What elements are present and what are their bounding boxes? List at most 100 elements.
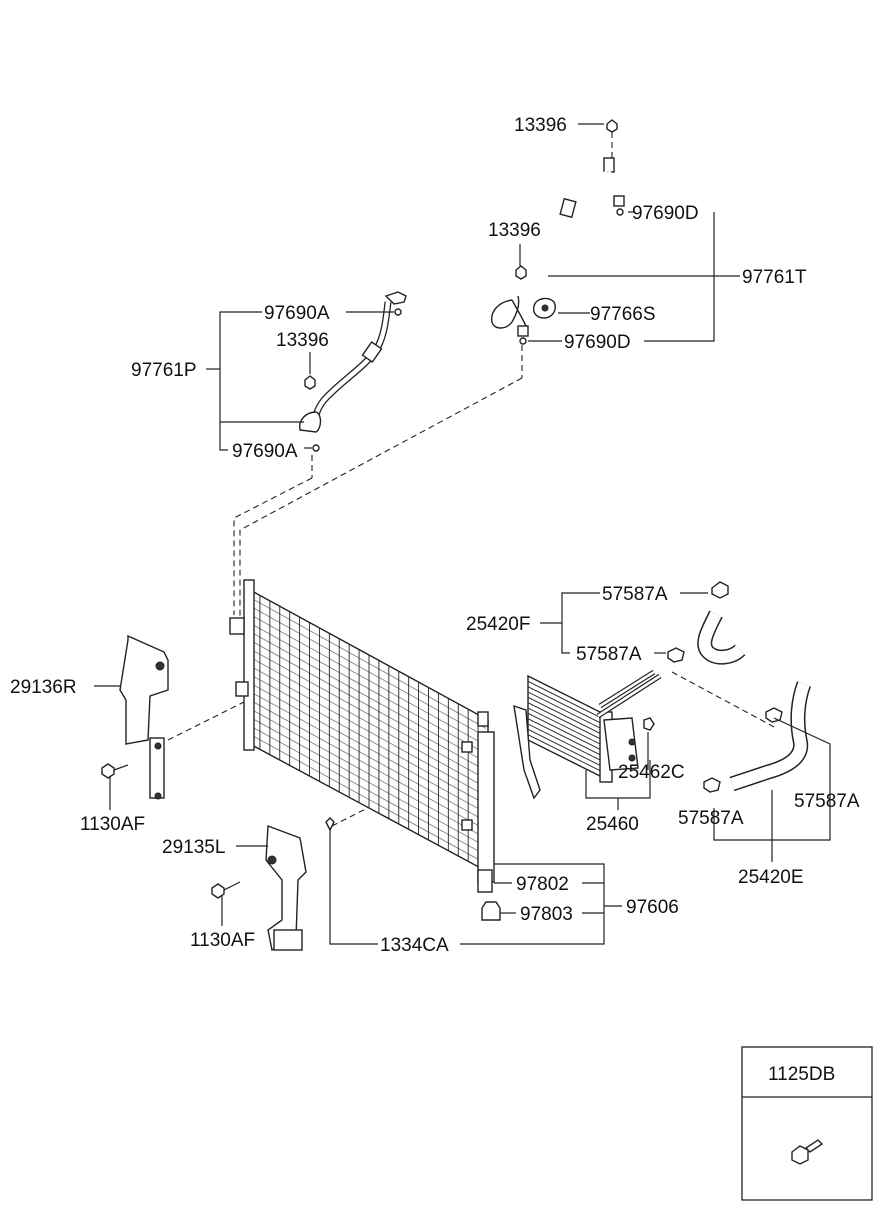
condenser-tube <box>251 683 487 814</box>
label-1125DB: 1125DB <box>768 1064 835 1085</box>
condenser-tube <box>251 709 487 839</box>
condenser-tube <box>251 717 487 848</box>
clip-1334CA <box>325 817 335 832</box>
label-97690A-bot: 97690A <box>232 441 298 462</box>
condenser-tube <box>251 598 487 729</box>
condenser-tube <box>251 606 487 738</box>
discharge-hose-assembly <box>491 119 625 378</box>
nut-13396-mid <box>515 265 527 280</box>
label-25462C: 25462C <box>618 762 685 783</box>
bolt-1130AF-bottom <box>211 883 225 899</box>
condenser-tube <box>251 649 487 780</box>
condenser-tube <box>251 615 487 746</box>
label-97761T: 97761T <box>742 267 807 288</box>
label-25420E: 25420E <box>738 867 804 888</box>
bolt-25462C <box>643 717 655 731</box>
liquid-pipe-assembly <box>299 291 407 478</box>
oil-cooler-25460 <box>513 669 662 800</box>
label-13396-left: 13396 <box>276 330 329 351</box>
condenser-tube <box>251 640 487 772</box>
condenser-tube <box>251 623 487 755</box>
condenser-tube <box>251 735 487 864</box>
label-1334CA: 1334CA <box>380 935 449 956</box>
clamp-57587A-1 <box>711 581 729 599</box>
receiver-drier-cap <box>477 869 493 893</box>
oil-cooler-plate <box>527 707 609 749</box>
condenser-tube <box>251 726 487 856</box>
pipe-crimp <box>361 341 383 363</box>
condenser-bracket-2 <box>461 819 473 831</box>
bolt-1125DB-icon <box>791 1145 809 1165</box>
nut-13396-left <box>304 375 316 390</box>
label-1130AF-bottom: 1130AF <box>190 930 255 951</box>
label-25420F: 25420F <box>466 614 530 635</box>
o-ring-97690D-top <box>616 208 624 216</box>
label-97606: 97606 <box>626 897 679 918</box>
label-97803: 97803 <box>520 904 573 925</box>
part-labels: 13396 97690D 13396 97761T 97766S 97690D … <box>10 115 860 1085</box>
oil-cooler-plate <box>527 728 609 770</box>
condenser-tube <box>251 666 487 797</box>
o-ring-97690D-bot <box>519 337 527 345</box>
oil-cooler-plate <box>527 680 609 722</box>
oil-cooler-plate <box>527 712 609 754</box>
label-57587A-4: 57587A <box>678 808 744 829</box>
nut-13396-top <box>606 119 618 133</box>
clamp-57587A-3 <box>765 707 783 723</box>
pipe-fitting-top <box>384 291 407 305</box>
inset-box-1125DB <box>741 1046 873 1201</box>
condenser-tube <box>251 692 487 822</box>
condenser-core <box>229 579 495 893</box>
bolt-1130AF-left <box>101 763 115 779</box>
oil-cooler-plate <box>527 691 609 733</box>
label-97802: 97802 <box>516 874 569 895</box>
condenser-bracket-1 <box>461 741 473 753</box>
o-ring-97690A-bot <box>312 444 320 452</box>
label-97766S: 97766S <box>590 304 656 325</box>
hose-bend <box>491 295 520 329</box>
oil-cooler-plate <box>527 686 609 728</box>
condenser-tube <box>251 700 487 831</box>
condenser-side-tank <box>243 579 255 751</box>
hose-fitting-top <box>603 157 615 173</box>
condenser-tube <box>251 632 487 763</box>
label-97690D-top: 97690D <box>632 203 699 224</box>
leader-lines <box>94 123 831 945</box>
condenser-tube <box>251 675 487 805</box>
label-57587A-2: 57587A <box>576 644 642 665</box>
clamp-57587A-2 <box>667 647 685 663</box>
oil-cooler-plate <box>527 734 609 776</box>
label-29135L: 29135L <box>162 837 225 858</box>
hose-25420E <box>703 681 812 793</box>
condenser-outlet <box>235 681 249 697</box>
condenser-bracket-3 <box>477 711 489 727</box>
fitting-lower <box>517 325 529 337</box>
label-97690A-top: 97690A <box>264 303 330 324</box>
hose-crimp <box>559 197 577 219</box>
label-29136R: 29136R <box>10 677 77 698</box>
condenser-inlet <box>229 617 245 635</box>
label-25460: 25460 <box>586 814 639 835</box>
hose-25420F <box>667 581 746 665</box>
label-13396-top: 13396 <box>514 115 567 136</box>
label-97690D-bot: 97690D <box>564 332 631 353</box>
oil-cooler-plate <box>527 702 609 744</box>
label-97761P: 97761P <box>131 360 197 381</box>
cap-97803 <box>481 901 501 921</box>
o-ring-97690A-top <box>394 308 402 316</box>
bolts <box>101 763 501 921</box>
oil-cooler-plate <box>527 723 609 765</box>
fitting-right <box>613 195 625 207</box>
receiver-drier <box>477 731 495 883</box>
label-13396-mid: 13396 <box>488 220 541 241</box>
clamp-57587A-4 <box>703 777 721 793</box>
label-1130AF-left: 1130AF <box>80 814 145 835</box>
label-57587A-1: 57587A <box>602 584 668 605</box>
label-57587A-3: 57587A <box>794 791 860 812</box>
air-guard-left-29135L <box>265 825 307 952</box>
oil-cooler-plate <box>527 718 609 760</box>
oil-cooler-plate <box>527 696 609 738</box>
air-guard-right-29136R <box>119 634 169 800</box>
condenser-tube <box>251 658 487 788</box>
